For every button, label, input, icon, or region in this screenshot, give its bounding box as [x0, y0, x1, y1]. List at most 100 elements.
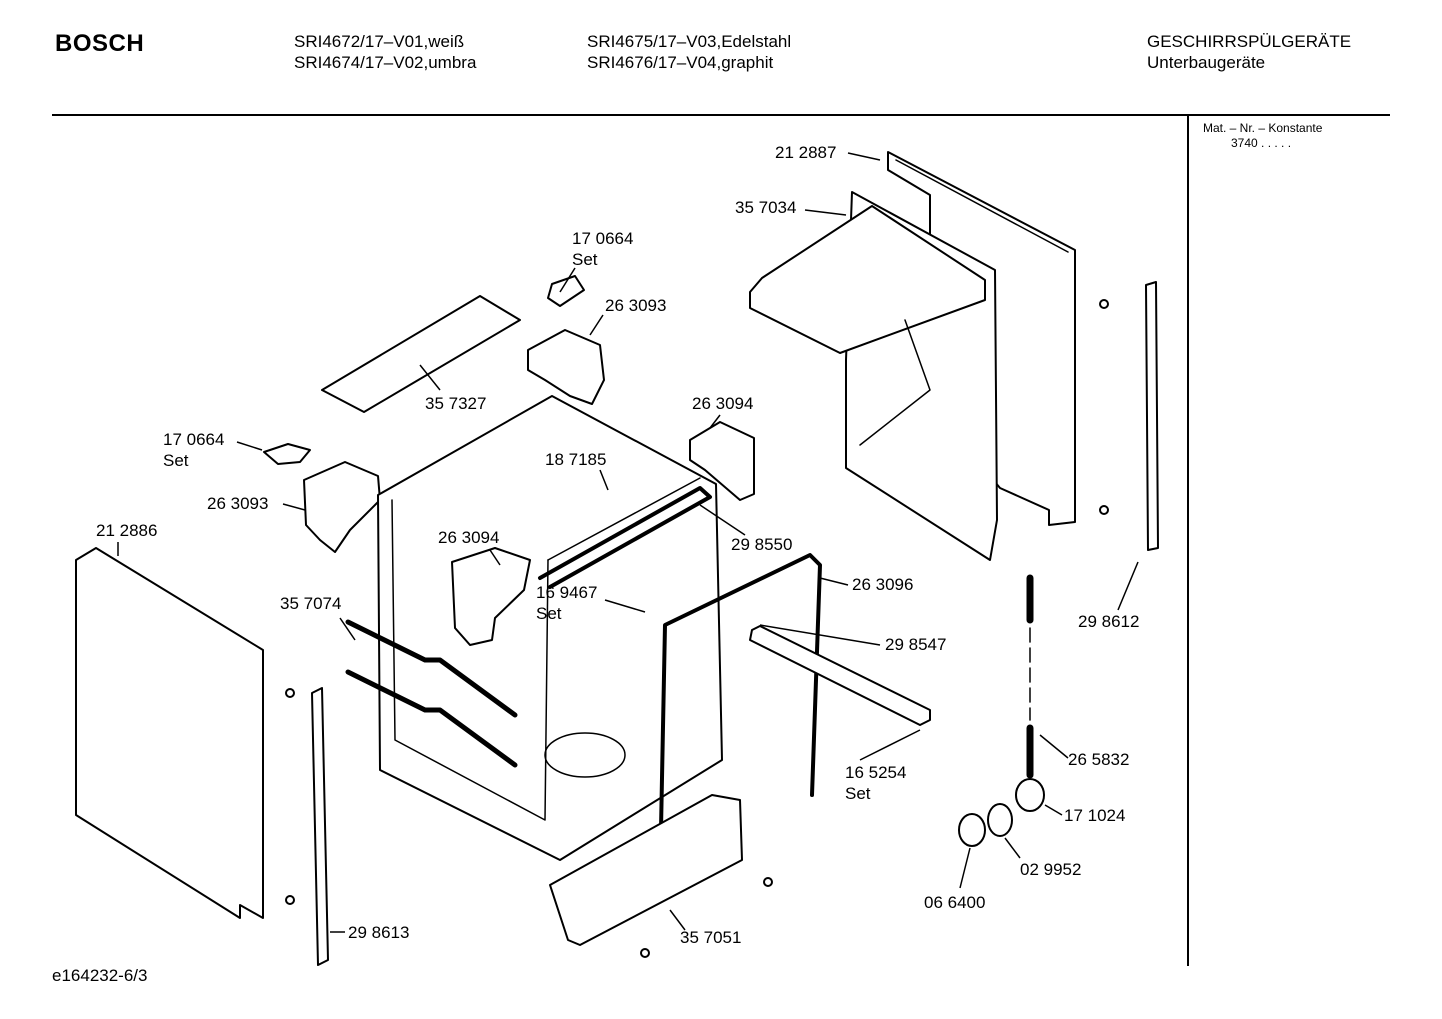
part-label-line: 18 7185 — [545, 450, 606, 469]
part-label: 17 1024 — [1064, 806, 1125, 825]
material-label: Mat. – Nr. – Konstante — [1203, 121, 1323, 135]
rail-drawing — [345, 619, 518, 718]
leader-line — [599, 469, 609, 491]
fitting-drawing — [1015, 778, 1045, 812]
part-label-line: 26 3094 — [692, 394, 753, 413]
part-label: 35 7034 — [735, 198, 796, 217]
part-label-line: 02 9952 — [1020, 860, 1081, 879]
part-label: 29 8547 — [885, 635, 946, 654]
leader-line — [959, 847, 971, 889]
spray-arm-drawing — [749, 625, 931, 726]
part-label-line: 29 8547 — [885, 635, 946, 654]
hinge-bracket-drawing — [547, 275, 585, 307]
part-label-line: Set — [572, 250, 598, 269]
part-label: 21 2887 — [775, 143, 836, 162]
holder-drawing — [451, 547, 531, 646]
leader-line — [282, 503, 306, 511]
part-label-line: 35 7327 — [425, 394, 486, 413]
part-label-line: 35 7034 — [735, 198, 796, 217]
model-line: SRI4676/17–V04,graphit — [587, 53, 774, 72]
part-label-line: 29 8550 — [731, 535, 792, 554]
leader-line — [804, 209, 847, 216]
part-label-line: 29 8612 — [1078, 612, 1139, 631]
header-divider — [52, 114, 1390, 116]
part-label: 35 7074 — [280, 594, 341, 613]
leader-line — [604, 599, 646, 613]
leader-line — [709, 414, 721, 429]
part-label-line: 16 5254 — [845, 763, 906, 782]
seal-drawing — [538, 486, 712, 589]
ring-drawing — [958, 813, 986, 847]
part-label-line: 26 3093 — [605, 296, 666, 315]
sidebar-divider — [1187, 116, 1189, 966]
part-label-line: 21 2887 — [775, 143, 836, 162]
leader-line — [419, 364, 441, 391]
part-label-line: 35 7051 — [680, 928, 741, 947]
leader-line — [589, 314, 604, 336]
part-label: 18 7185 — [545, 450, 606, 469]
part-label: 26 3093 — [207, 494, 268, 513]
part-label-line: 17 1024 — [1064, 806, 1125, 825]
part-label-line: 26 3093 — [207, 494, 268, 513]
model-list-2: SRI4675/17–V03,Edelstahl SRI4676/17–V04,… — [587, 31, 791, 73]
model-line: SRI4674/17–V02,umbra — [294, 53, 477, 72]
part-label-line: 35 7074 — [280, 594, 341, 613]
leader-line — [1117, 561, 1139, 611]
leader-line — [759, 624, 881, 646]
top-plate-drawing — [749, 205, 986, 354]
part-label-line: Set — [536, 604, 562, 623]
part-drawings — [75, 151, 1159, 966]
part-label-line: 17 0664 — [163, 430, 224, 449]
strip-drawing — [311, 687, 329, 966]
part-label-line: 26 3096 — [852, 575, 913, 594]
leader-line — [847, 152, 881, 161]
part-label-line: 17 0664 — [572, 229, 633, 248]
category-line: Unterbaugeräte — [1147, 53, 1266, 72]
category-line: GESCHIRRSPÜLGERÄTE — [1147, 32, 1352, 51]
part-label: 29 8612 — [1078, 612, 1139, 631]
leader-line — [1044, 804, 1063, 816]
part-label-line: Set — [163, 451, 189, 470]
leader-line — [489, 549, 501, 566]
leader-line — [859, 729, 921, 761]
part-label: 26 5832 — [1068, 750, 1129, 769]
plinth-drawing — [549, 794, 743, 946]
part-label-line: 21 2886 — [96, 521, 157, 540]
part-label: 26 3094 — [438, 528, 499, 547]
model-list-1: SRI4672/17–V01,weiß SRI4674/17–V02,umbra — [294, 31, 476, 73]
part-label-line: 26 5832 — [1068, 750, 1129, 769]
document-id: e164232-6/3 — [52, 966, 148, 985]
strip-drawing — [1145, 281, 1159, 551]
part-label: 02 9952 — [1020, 860, 1081, 879]
leader-line — [236, 441, 263, 451]
part-label-line: 29 8613 — [348, 923, 409, 942]
top-strip-drawing — [321, 295, 521, 413]
hinge-bracket-drawing — [263, 443, 311, 465]
leader-line — [819, 577, 849, 586]
part-label: 29 8613 — [348, 923, 409, 942]
model-line: SRI4672/17–V01,weiß — [294, 32, 465, 51]
holder-drawing — [527, 329, 605, 405]
leader-line — [1004, 837, 1021, 859]
leader-line — [339, 617, 356, 641]
part-label: 35 7051 — [680, 928, 741, 947]
leader-line — [559, 267, 576, 293]
part-label-line: 16 9467 — [536, 583, 597, 602]
seal-drawing — [658, 553, 822, 882]
rail-drawing — [345, 669, 518, 768]
leader-line — [1039, 734, 1069, 759]
part-label: 35 7327 — [425, 394, 486, 413]
part-label-line: 26 3094 — [438, 528, 499, 547]
part-label-line: Set — [845, 784, 871, 803]
part-label: 26 3096 — [852, 575, 913, 594]
holder-drawing — [689, 421, 755, 501]
leader-lines — [117, 152, 1139, 933]
part-label: 29 8550 — [731, 535, 792, 554]
part-label: 26 3094 — [692, 394, 753, 413]
leader-line — [669, 909, 686, 931]
